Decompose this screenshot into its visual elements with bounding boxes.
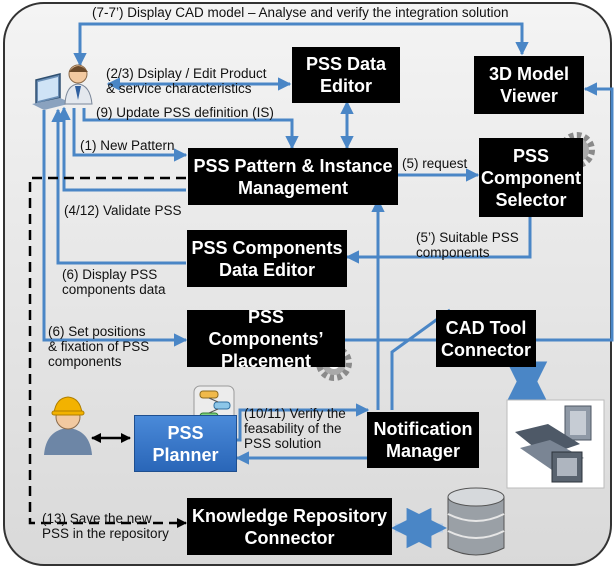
edge-update-pss: [82, 108, 299, 150]
edge-label-validate: (4/12) Validate PSS: [64, 203, 182, 218]
worker-icon: [44, 396, 92, 455]
knowledge-repository-connector-box[interactable]: Knowledge Repository Connector: [187, 498, 392, 555]
pss-component-selector-box[interactable]: PSS Component Selector: [479, 138, 583, 217]
pss-components-data-editor-box[interactable]: PSS Components Data Editor: [187, 230, 347, 287]
edge-new-pattern: [72, 108, 188, 162]
database-icon: [447, 487, 505, 556]
edge-label-update-pss: (9) Update PSS definition (IS): [96, 105, 274, 120]
edge-label-request: (5) request: [402, 156, 468, 171]
3d-model-viewer-box[interactable]: 3D Model Viewer: [474, 56, 584, 114]
laptop-user-icon: [32, 64, 93, 110]
edge-display-cad: [73, 22, 529, 67]
edge-label-display-edit: (2/3) Dsiplay / Edit Product & service c…: [106, 66, 267, 96]
edge-label-display-components: (6) Display PSS components data: [62, 267, 166, 297]
edge-label-verify: (10/11) Verify the feasability of the PS…: [244, 406, 346, 451]
edge-save: [28, 176, 187, 528]
pss-pattern-management-box[interactable]: PSS Pattern & Instance Management: [188, 148, 398, 205]
edge-display-components: [51, 108, 186, 265]
edge-label-new-pattern: (1) New Pattern: [80, 138, 175, 153]
edge-validate: [57, 106, 186, 192]
edge-suitable: [345, 217, 532, 264]
pss-components-placement-box[interactable]: PSS Components’ Placement: [187, 307, 345, 371]
notification-manager-box[interactable]: Notification Manager: [367, 412, 479, 468]
edge-notification-cad: [390, 308, 451, 410]
edge-label-display-cad: (7-7’) Display CAD model – Analyse and v…: [92, 5, 509, 20]
cad-screenshot-image: [506, 399, 605, 489]
edge-set-positions: [42, 110, 188, 347]
pss-data-editor-box[interactable]: PSS Data Editor: [292, 47, 400, 103]
edge-cad-viewer: [536, 82, 614, 342]
pss-planner-box[interactable]: PSS Planner: [134, 415, 237, 472]
edge-verify: [237, 403, 370, 442]
edge-label-set-positions: (6) Set positions & fixation of PSS comp…: [48, 324, 150, 369]
edge-label-suitable: (5’) Suitable PSS components: [416, 230, 519, 260]
edge-label-save: (13) Save the new PSS in the repository: [42, 511, 169, 541]
cad-tool-connector-box[interactable]: CAD Tool Connector: [436, 310, 536, 367]
